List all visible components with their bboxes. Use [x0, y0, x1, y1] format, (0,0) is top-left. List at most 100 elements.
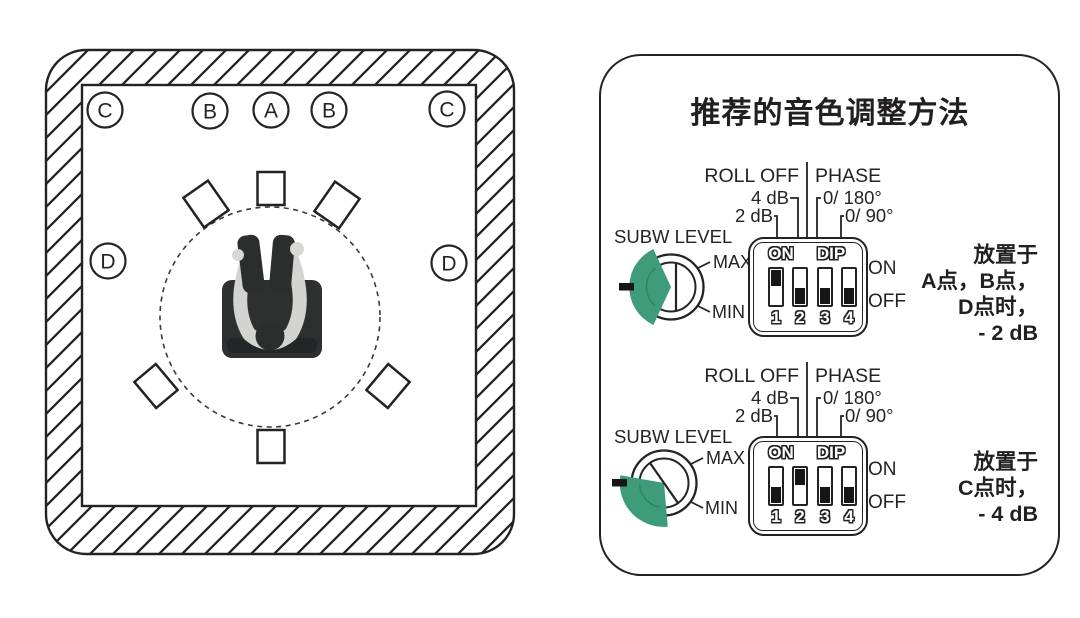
control-group-2-diagram: ROLL OFF PHASE 4 dB 2 dB 0/ 180° 0/ 90° … [612, 362, 894, 527]
phase-90-label: 0/ 90° [845, 205, 894, 226]
speaker-upper-left [181, 178, 231, 230]
position-marker-b-left: B [191, 92, 229, 130]
position-marker-d-right: D [430, 244, 468, 282]
phase-label: PHASE [815, 165, 881, 187]
dip-switch-4 [841, 466, 857, 506]
switch-number: 2 [795, 507, 805, 526]
speaker-top-center [256, 170, 286, 207]
on-position-label: ON [868, 459, 897, 480]
subw-level-knob: MAX MIN [612, 448, 745, 527]
min-tick [690, 501, 704, 509]
dip-switch-3 [817, 466, 833, 506]
switch-number: 1 [771, 308, 781, 327]
subw-level-knob: MAX MIN [619, 249, 752, 325]
roll-off-4db-label: 4 dB [751, 387, 789, 408]
listener-left-leg [237, 234, 265, 294]
position-label-c-right: C [439, 99, 454, 122]
dip-switch-box-1: ON DIP 1 2 3 4 [748, 237, 868, 337]
position-marker-d-left: D [89, 242, 127, 280]
speaker-upper-right [312, 179, 362, 231]
knob-slot [648, 462, 680, 504]
roll-off-4db-lead [790, 197, 799, 237]
roll-off-label: ROLL OFF [704, 365, 799, 387]
min-label: MIN [705, 498, 738, 518]
position-marker-c-left: C [86, 91, 124, 129]
dip-switch-box-2: ON DIP 1 2 3 4 [748, 436, 868, 536]
note-line: 放置于 [973, 243, 1038, 267]
min-label: MIN [712, 302, 745, 322]
placement-note-2: 放置于 C点时， - 4 dB [818, 449, 1038, 527]
dip-switch-1 [768, 267, 784, 307]
knob-pointer-mark [619, 283, 634, 291]
phase-90-lead [840, 415, 844, 437]
dip-switch-1 [768, 466, 784, 506]
max-label: MAX [706, 448, 745, 468]
subw-level-label: SUBW LEVEL [614, 226, 732, 247]
phase-180-lead [816, 397, 821, 437]
phase-90-label: 0/ 90° [845, 405, 894, 426]
dip-on-header: ON [768, 244, 794, 263]
knob-green-wedge [619, 475, 668, 527]
off-position-label: OFF [868, 291, 906, 312]
max-tick [690, 457, 704, 465]
max-label: MAX [713, 252, 752, 272]
dip-switch-2 [792, 466, 808, 506]
dip-header: DIP [816, 244, 846, 263]
dip-switch-3 [817, 267, 833, 307]
position-label-c-left: C [97, 100, 112, 123]
note-line: - 4 dB [978, 502, 1038, 526]
on-position-label: ON [868, 258, 897, 279]
switch-number: 4 [844, 507, 854, 526]
position-label-b-left: B [203, 101, 217, 124]
position-marker-c-right: C [428, 90, 466, 128]
roll-off-4db-label: 4 dB [751, 187, 789, 208]
phase-180-lead [816, 197, 821, 237]
knob-pointer-mark [612, 479, 627, 487]
switch-number: 1 [771, 507, 781, 526]
position-marker-a: A [252, 91, 290, 129]
dip-switch-4 [841, 267, 857, 307]
dip-switch-panel [753, 441, 863, 531]
dip-header: DIP [816, 443, 846, 462]
speaker-bottom-center [256, 428, 286, 465]
note-line: - 2 dB [978, 321, 1038, 345]
position-label-d-right: D [441, 253, 456, 276]
roll-off-2db-label: 2 dB [735, 205, 773, 226]
note-line: A点，B点， [920, 269, 1038, 293]
listener-right-leg [269, 234, 295, 294]
roll-off-4db-lead [790, 397, 799, 437]
phase-label: PHASE [815, 365, 881, 387]
placement-note-1: 放置于 A点，B点， D点时， - 2 dB [818, 242, 1038, 346]
listener-right-hand [290, 242, 304, 256]
note-line: C点时， [957, 476, 1038, 500]
roll-off-label: ROLL OFF [704, 165, 799, 187]
switch-number: 4 [844, 308, 854, 327]
speaker-lower-left [132, 362, 180, 410]
dip-on-header: ON [768, 443, 794, 462]
control-group-1-diagram: ROLL OFF PHASE 4 dB 2 dB 0/ 180° 0/ 90° … [614, 162, 894, 325]
switch-number: 3 [820, 308, 830, 327]
panel-border [599, 54, 1060, 576]
listening-area-circle [159, 206, 381, 428]
min-tick [697, 305, 711, 313]
listener-figure [222, 234, 322, 358]
knob-green-wedge [629, 249, 671, 325]
position-label-d-left: D [100, 251, 115, 274]
dip-switch-panel [753, 242, 863, 332]
roll-off-2db-lead [774, 215, 778, 237]
switch-number: 2 [795, 308, 805, 327]
panel-title: 推荐的音色调整方法 [690, 97, 970, 130]
off-position-label: OFF [868, 492, 906, 513]
dip-switch-2 [792, 267, 808, 307]
phase-180-label: 0/ 180° [823, 387, 882, 408]
switch-number: 3 [820, 507, 830, 526]
phase-180-label: 0/ 180° [823, 187, 882, 208]
roll-off-2db-lead [774, 415, 778, 437]
position-label-b-right: B [322, 100, 336, 123]
phase-90-lead [840, 215, 844, 237]
room-layout-diagram: C B A B C D D [44, 48, 516, 556]
roll-off-2db-label: 2 dB [735, 405, 773, 426]
listener-left-hand [232, 249, 244, 261]
listener-head [255, 321, 285, 351]
